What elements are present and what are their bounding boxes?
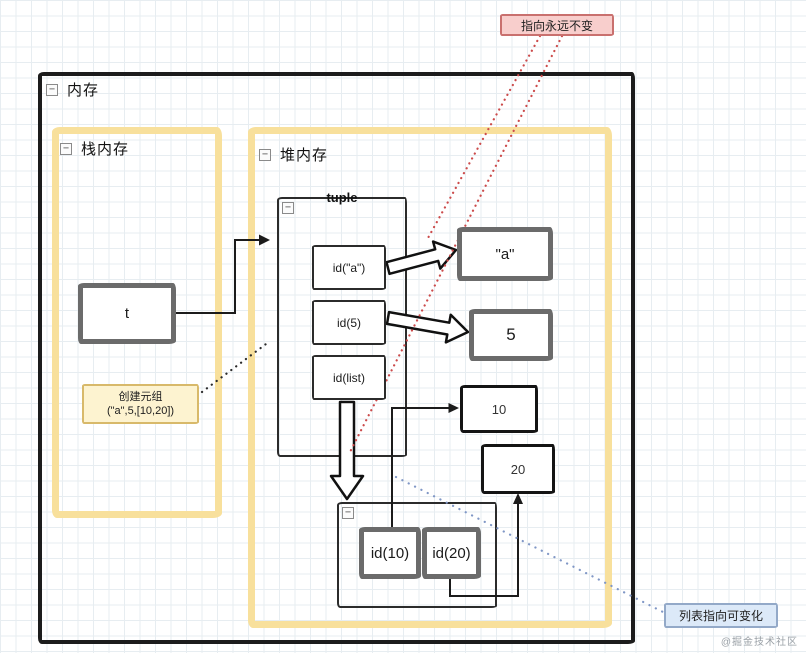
annotation-pointer-immutable: 指向永远不变 bbox=[500, 14, 614, 36]
collapse-icon[interactable]: − bbox=[46, 83, 58, 96]
annotation-create-tuple-line2: ("a",5,[10,20]) bbox=[106, 405, 175, 417]
stack-label: 栈内存 bbox=[81, 141, 130, 158]
stack-container bbox=[52, 127, 222, 518]
node-id-20: id(20) bbox=[422, 527, 481, 579]
memory-container bbox=[38, 72, 635, 644]
node-val-a: "a" bbox=[457, 227, 553, 281]
heap-label: 堆内存 bbox=[280, 147, 329, 164]
node-val-10: 10 bbox=[460, 385, 538, 433]
stack-header: − 栈内存 bbox=[60, 138, 129, 159]
heap-header: − 堆内存 bbox=[259, 144, 328, 165]
node-id-list: id(list) bbox=[312, 355, 386, 400]
memory-header: − 内存 bbox=[46, 79, 99, 100]
annotation-create-tuple: 创建元组 ("a",5,[10,20]) bbox=[82, 384, 199, 424]
watermark: @掘金技术社区 bbox=[720, 637, 798, 648]
node-val-20: 20 bbox=[481, 444, 555, 494]
collapse-icon[interactable]: − bbox=[259, 148, 271, 161]
annotation-create-tuple-line1: 创建元组 bbox=[118, 391, 163, 403]
node-id-10: id(10) bbox=[359, 527, 421, 579]
collapse-icon[interactable]: − bbox=[282, 202, 294, 214]
collapse-icon[interactable]: − bbox=[60, 142, 72, 155]
node-val-5: 5 bbox=[469, 309, 553, 361]
collapse-icon[interactable]: − bbox=[342, 507, 354, 519]
node-id-5: id(5) bbox=[312, 300, 386, 345]
node-t: t bbox=[78, 283, 176, 344]
node-id-a: id("a") bbox=[312, 245, 386, 290]
memory-label: 内存 bbox=[67, 82, 100, 99]
tuple-label: tuple bbox=[326, 190, 358, 205]
annotation-list-mutable: 列表指向可变化 bbox=[664, 603, 778, 628]
